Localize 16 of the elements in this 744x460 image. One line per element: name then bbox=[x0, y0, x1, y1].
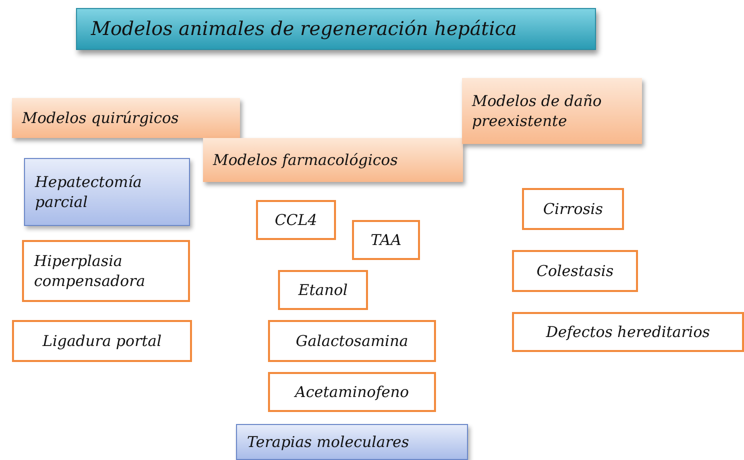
category-header: Modelos farmacológicos bbox=[203, 138, 463, 182]
category-header: Modelos quirúrgicos bbox=[12, 98, 240, 138]
model-box: Galactosamina bbox=[268, 320, 436, 362]
model-box: Ligadura portal bbox=[12, 320, 192, 362]
model-box: Hiperplasia compensadora bbox=[22, 240, 190, 302]
highlight-box: Terapias moleculares bbox=[236, 424, 468, 460]
model-box: Etanol bbox=[278, 270, 368, 310]
category-header: Modelos de daño preexistente bbox=[462, 78, 642, 144]
model-box: Acetaminofeno bbox=[268, 372, 436, 412]
title-banner: Modelos animales de regeneración hepática bbox=[76, 8, 596, 50]
model-box: TAA bbox=[352, 220, 420, 260]
model-box: Defectos hereditarios bbox=[512, 312, 744, 352]
model-box: CCL4 bbox=[256, 200, 336, 240]
model-box: Colestasis bbox=[512, 250, 638, 292]
model-box: Cirrosis bbox=[522, 188, 624, 230]
highlight-box: Hepatectomía parcial bbox=[24, 158, 190, 226]
